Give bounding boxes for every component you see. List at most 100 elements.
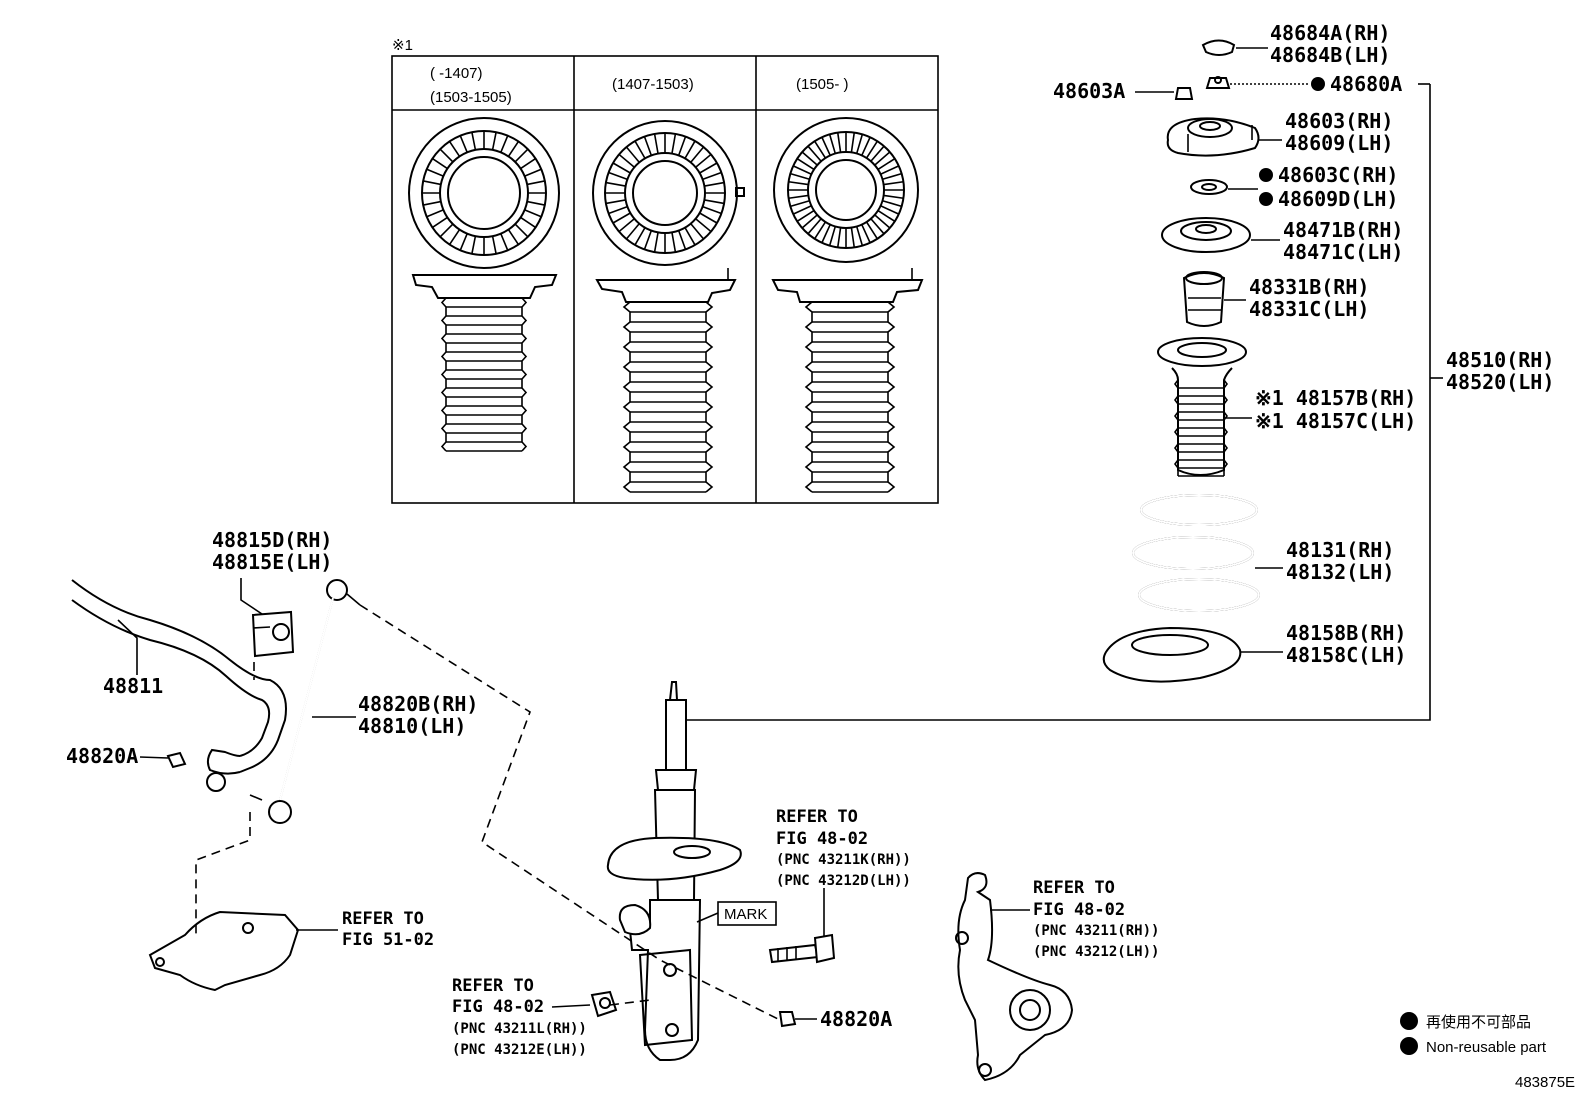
seat-rib (704, 199, 725, 205)
label-48680a: 48680A (1330, 72, 1402, 96)
seat-rib (788, 194, 809, 200)
right-stack-labels: 48684A(RH) 48684B(LH) 48603A 48680A 4860… (683, 21, 1554, 721)
boot-edge (521, 297, 528, 452)
mark-label: MARK (724, 906, 767, 923)
seat-rib (677, 230, 687, 250)
ref-51-02: REFER TO FIG 51-02 (296, 909, 434, 950)
seat-rib (850, 132, 856, 153)
inset-col1-boot-side-view (411, 274, 558, 452)
insulator-boot-48157 (1157, 337, 1247, 477)
seat-rib (790, 199, 810, 208)
seat-rib (514, 148, 529, 163)
seat-rib (870, 218, 885, 235)
seat-rib (634, 140, 646, 159)
inset-col3-boot-side-view (771, 268, 924, 493)
non-reusable-dot (1311, 77, 1325, 91)
seat-rib (882, 199, 902, 208)
seat-rib (653, 232, 659, 253)
cap-48684 (1201, 39, 1236, 56)
label-48815d: 48815D(RH) (212, 528, 332, 552)
steering-knuckle (955, 872, 1074, 1082)
legend-dot-icon (1400, 1012, 1418, 1030)
seat-rib (448, 141, 461, 157)
legend-text-en: Non-reusable part (1426, 1039, 1547, 1056)
label-48158b: 48158B(RH) (1286, 621, 1406, 645)
seat-rib (634, 227, 646, 246)
seat-rib (796, 157, 815, 171)
spring-insulator-48158 (1102, 626, 1242, 683)
seat-rib (684, 140, 696, 159)
seat-rib (520, 157, 536, 170)
ref1-line2: FIG 48-02 (776, 829, 868, 849)
nut-48820a-left (166, 751, 187, 769)
seat-rib (702, 205, 722, 215)
mark-callout: MARK (696, 901, 777, 926)
seat-rib (870, 145, 885, 162)
ref-48-02-knuckle: REFER TO FIG 48-02 (PNC 43211(RH)) (PNC … (990, 878, 1159, 960)
inset-note-mark: ※1 (392, 37, 413, 54)
seat-rib (836, 227, 842, 248)
seat-rib (702, 171, 722, 181)
label-48609d: 48609D(LH) (1278, 187, 1398, 211)
seat-rib (500, 135, 509, 153)
ref3-line2: FIG 48-02 (452, 997, 544, 1017)
seat-rib (526, 200, 545, 206)
boot-edge (440, 297, 447, 452)
label-48815e: 48815E(LH) (212, 550, 332, 574)
label-48471b: 48471B(RH) (1283, 218, 1403, 242)
bumper-48331 (1182, 271, 1226, 327)
seat-rib (850, 227, 856, 248)
seat-rib (855, 226, 864, 246)
bushing-48815 (251, 610, 295, 658)
seat-rib (426, 209, 444, 218)
ref3-line4: (PNC 43212E(LH)) (452, 1042, 587, 1058)
boot-edge (1223, 379, 1228, 476)
seat-rib (491, 235, 497, 254)
label-48510: 48510(RH) (1446, 348, 1554, 372)
label-48158c: 48158C(LH) (1286, 643, 1406, 667)
legend-dot-icon (1400, 1037, 1418, 1055)
ref1-line4: (PNC 43212D(LH)) (776, 873, 911, 889)
label-48331b: 48331B(RH) (1249, 275, 1369, 299)
seat-rib (500, 233, 509, 251)
label-48157b: ※1 48157B(RH) (1255, 386, 1416, 410)
seat-rib (813, 221, 827, 240)
seat-rib (704, 181, 725, 187)
seat-rib (625, 223, 640, 240)
label-48684a: 48684A(RH) (1270, 21, 1390, 45)
seat-rib (618, 218, 635, 233)
seat-rib (821, 136, 831, 156)
non-reusable-dot (1259, 192, 1273, 206)
seat-rib (439, 148, 454, 163)
seat-rib (643, 136, 653, 156)
seat-rib (792, 205, 812, 215)
inset-col2-range: (1407-1503) (612, 76, 694, 93)
ref3-line3: (PNC 43211L(RH)) (452, 1021, 587, 1037)
legend: 再使用不可部品 Non-reusable part (1400, 1012, 1547, 1056)
boot-edge (804, 301, 813, 493)
label-48811: 48811 (103, 674, 163, 698)
seat-rib (459, 135, 468, 153)
label-48603: 48603(RH) (1285, 109, 1393, 133)
inset-col3-seat-top-view (773, 117, 919, 263)
seat-rib (608, 205, 628, 215)
seat-rib (471, 132, 477, 151)
seat-rib (653, 133, 659, 154)
boot-edge (622, 301, 631, 493)
seat-rib (880, 205, 900, 215)
seat-rib (507, 229, 520, 245)
seat-rib (699, 162, 718, 174)
seat-rib (671, 133, 677, 154)
seat-rib (883, 194, 904, 200)
boot-edge (1174, 379, 1179, 476)
inset-col1-seat-top-view (408, 117, 560, 269)
seat-rib (439, 223, 454, 238)
seat-rib (514, 223, 529, 238)
seat-rib (813, 140, 827, 159)
seat-rib (855, 134, 864, 154)
seat-rib (491, 132, 497, 151)
washer-48603c (1190, 179, 1228, 195)
seat-rib (432, 157, 448, 170)
bearing-48471 (1161, 217, 1251, 253)
seat-rib (865, 221, 879, 240)
